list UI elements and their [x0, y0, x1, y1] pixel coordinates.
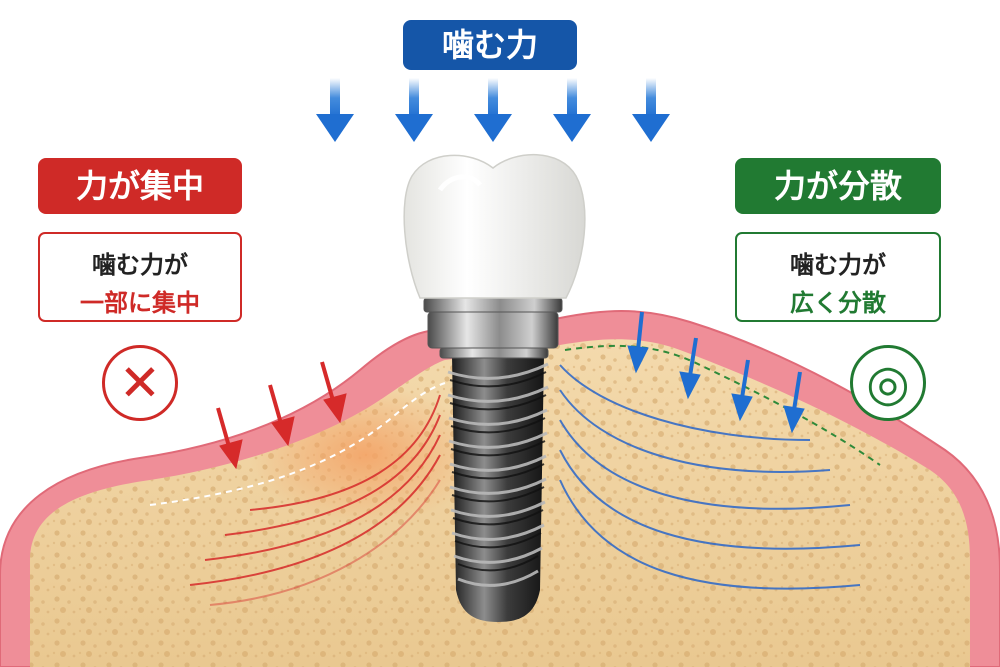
red-arrow-1	[216, 407, 243, 470]
stress-lines-concentrated	[189, 394, 441, 606]
blue-arrow-3	[731, 359, 753, 422]
down-arrow-4	[553, 78, 591, 142]
concentrated-line2: 一部に集中	[80, 289, 200, 317]
red-arrow-3	[320, 361, 347, 424]
force-arrows-distributed	[627, 311, 805, 434]
down-arrow-3	[474, 78, 512, 142]
distributed-description: 噛む力が 広く分散	[735, 232, 941, 322]
force-arrows-concentrated	[216, 361, 347, 470]
blue-arrow-2	[679, 337, 701, 400]
stress-lines-distributed	[559, 364, 861, 590]
distributed-line1: 噛む力が	[790, 251, 886, 279]
implant-abutment	[423, 297, 563, 359]
concentrated-line1: 噛む力が	[92, 251, 188, 279]
concentrated-title: 力が集中	[38, 158, 242, 214]
double-circle-icon: ◎	[850, 345, 926, 421]
down-arrow-5	[632, 78, 670, 142]
blue-arrow-1	[627, 311, 649, 374]
red-arrow-2	[268, 384, 295, 447]
bite-force-arrows	[316, 78, 670, 142]
blue-arrow-4	[783, 371, 805, 434]
distributed-title: 力が分散	[735, 158, 941, 214]
bite-force-label: 噛む力	[403, 20, 577, 70]
concentrated-description: 噛む力が 一部に集中	[38, 232, 242, 322]
gum-line-right	[564, 344, 881, 466]
gum-line-left	[149, 382, 446, 506]
down-arrow-1	[316, 78, 354, 142]
cross-mark-icon: ✕	[102, 345, 178, 421]
implant-fixture	[447, 355, 549, 622]
tooth-crown	[403, 153, 586, 299]
distributed-line2: 広く分散	[790, 289, 886, 317]
down-arrow-2	[395, 78, 433, 142]
